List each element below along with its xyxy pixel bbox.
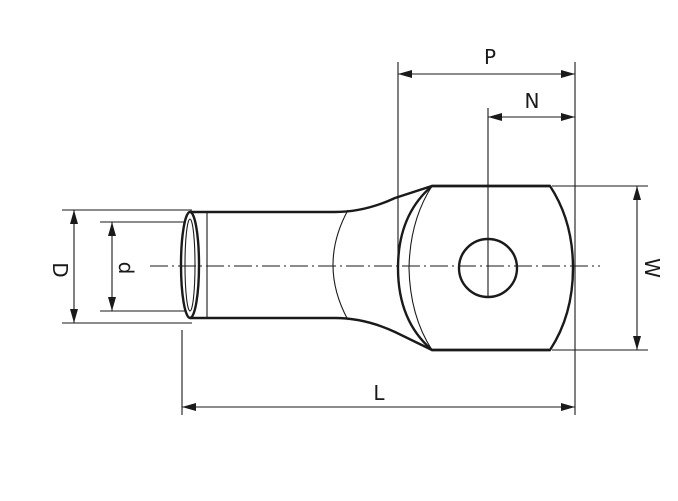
lug-outline — [179, 184, 575, 352]
label-n: N — [525, 89, 540, 113]
arrow-d-top — [70, 210, 78, 224]
transition-curve — [332, 209, 349, 321]
arrow-w-top — [633, 186, 641, 200]
dimension-lines — [70, 70, 641, 411]
arrow-d-bottom — [70, 309, 78, 323]
arrow-p-left — [398, 70, 412, 78]
palm-outline — [396, 184, 575, 352]
arrow-n-left — [488, 113, 502, 121]
barrel-mouth-inner — [184, 218, 196, 312]
arrow-p-right — [561, 70, 575, 78]
arrow-dsmall-bottom — [108, 297, 116, 311]
arrow-dsmall-top — [108, 222, 116, 236]
barrel-mouth-outer — [179, 210, 201, 320]
label-dsmall: d — [114, 262, 138, 275]
arrow-l-left — [182, 403, 196, 411]
label-w: W — [640, 258, 664, 278]
barrel-bottom-edge — [190, 316, 550, 352]
label-p: P — [484, 45, 496, 69]
extension-lines — [62, 62, 648, 415]
arrow-w-bottom — [633, 336, 641, 350]
arrow-l-right — [561, 403, 575, 411]
arrow-n-right — [561, 113, 575, 121]
label-d: D — [48, 262, 72, 277]
palm-flank-line — [408, 185, 433, 351]
barrel-top-edge — [190, 184, 550, 214]
dimension-labels: P N L D d W — [48, 45, 664, 405]
center-lines — [150, 108, 600, 298]
label-l: L — [373, 381, 385, 405]
